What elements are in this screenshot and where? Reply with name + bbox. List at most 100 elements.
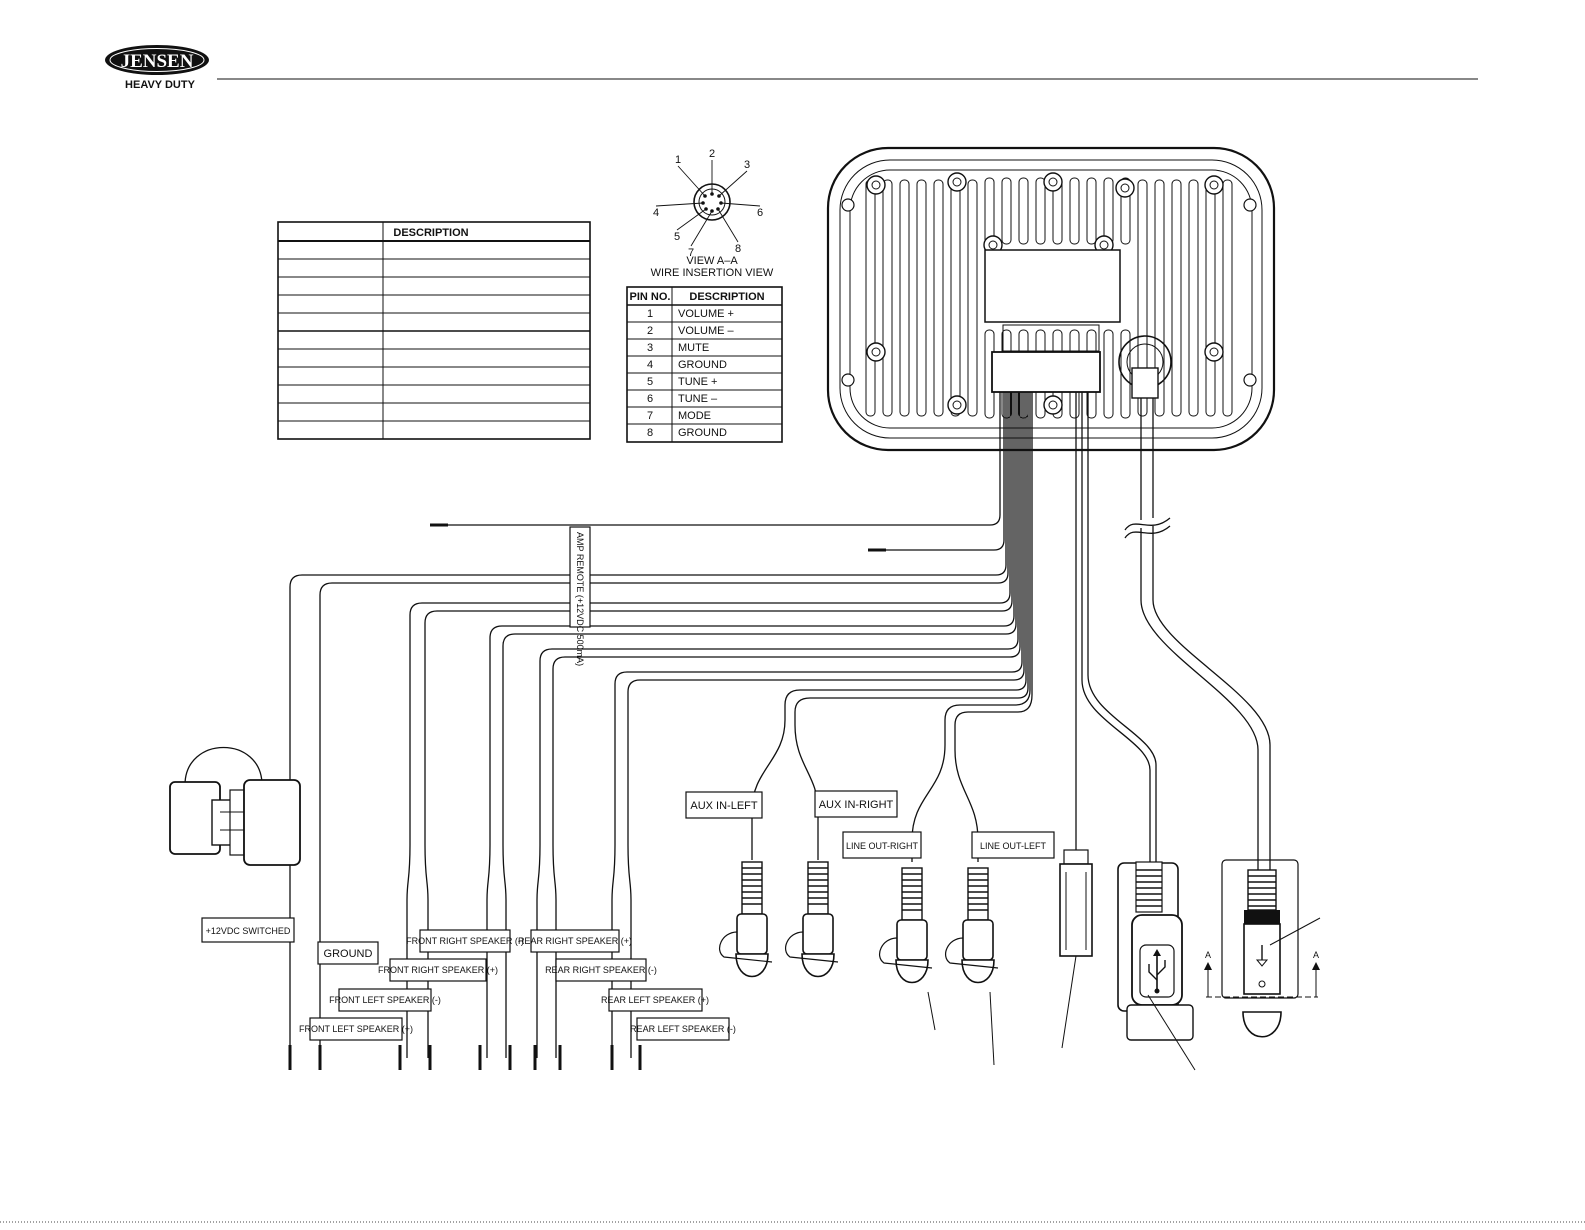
label-aux-in-right: AUX IN-RIGHT xyxy=(814,790,898,818)
pin-leader xyxy=(717,208,739,243)
svg-text:REAR RIGHT SPEAKER (-): REAR RIGHT SPEAKER (-) xyxy=(545,965,657,975)
unit-screw-hole xyxy=(1204,342,1224,362)
unit-screw-hole-inner xyxy=(1099,240,1109,250)
wire-ends xyxy=(288,523,886,1070)
wire-path xyxy=(627,392,1025,1058)
unit-mount-hole xyxy=(1243,198,1257,212)
speaker-wire-labels: +12VDC SWITCHED GROUND FRONT RIGHT SPEAK… xyxy=(201,917,736,1041)
fuse-holder-icon xyxy=(169,746,301,866)
wire-path xyxy=(1081,392,1151,865)
aux-jack-connector xyxy=(1059,849,1093,1049)
unit-screw-hole-inner xyxy=(1048,177,1058,187)
wire-path xyxy=(552,392,1021,1058)
wire-path xyxy=(502,392,1017,1058)
pin-number-label: 5 xyxy=(674,231,680,243)
wire-path xyxy=(319,392,1009,1058)
brand-subtitle: HEAVY DUTY xyxy=(125,79,196,91)
wire-description-table: DESCRIPTION xyxy=(277,221,591,440)
wire-bundle xyxy=(289,392,1271,1058)
pin-table-pin-number: 5 xyxy=(647,376,653,388)
pin-number-label: 8 xyxy=(735,243,741,255)
unit-screw-hole-inner xyxy=(1120,183,1130,193)
rca-connectors xyxy=(719,861,999,984)
unit-rib xyxy=(1035,177,1046,245)
unit-rib xyxy=(1018,177,1029,245)
pin-table-header-pin: PIN NO. xyxy=(630,291,671,303)
svg-text:GROUND: GROUND xyxy=(324,948,373,960)
unit-screw-hole xyxy=(947,172,967,192)
unit-rib xyxy=(1188,179,1199,417)
pin-leader xyxy=(655,202,704,207)
pin-table-pin-number: 1 xyxy=(647,308,653,320)
wire-path xyxy=(1152,398,1271,870)
pin-number-label: 2 xyxy=(709,148,715,160)
label-front-left-pos: FRONT LEFT SPEAKER (+) xyxy=(299,1017,413,1041)
wired-remote-connector: A A xyxy=(1204,859,1321,1038)
unit-screw-hole-inner xyxy=(1048,400,1058,410)
svg-text:FRONT LEFT SPEAKER (+): FRONT LEFT SPEAKER (+) xyxy=(299,1024,413,1034)
wire-path xyxy=(954,392,1033,862)
svg-text:FRONT LEFT SPEAKER (-): FRONT LEFT SPEAKER (-) xyxy=(329,995,441,1005)
svg-text:AUX IN-RIGHT: AUX IN-RIGHT xyxy=(819,799,894,811)
unit-rib xyxy=(933,179,944,417)
svg-text:REAR RIGHT SPEAKER (+): REAR RIGHT SPEAKER (+) xyxy=(518,936,632,946)
svg-text:REAR LEFT SPEAKER (+): REAR LEFT SPEAKER (+) xyxy=(601,995,709,1005)
pin-number-label: 1 xyxy=(675,154,681,166)
pin-leader xyxy=(690,210,713,247)
unit-rib xyxy=(1086,177,1097,245)
label-front-left-neg: FRONT LEFT SPEAKER (-) xyxy=(329,988,441,1012)
unit-screw-hole xyxy=(1043,172,1063,192)
wire-path xyxy=(794,392,1029,860)
harness-connector xyxy=(991,351,1101,393)
unit-screw-hole-inner xyxy=(1209,180,1219,190)
rca-labels: AUX IN-LEFT AUX IN-RIGHT LINE OUT-RIGHT … xyxy=(685,790,1055,859)
svg-text:+12VDC SWITCHED: +12VDC SWITCHED xyxy=(206,926,291,936)
amp-remote-label: AMP REMOTE (+12VDC 500mA) xyxy=(569,526,591,666)
pin-table-pin-number: 2 xyxy=(647,325,653,337)
label-line-out-right: LINE OUT-RIGHT xyxy=(842,831,922,859)
wire-path xyxy=(424,392,1013,1058)
unit-rib xyxy=(967,179,978,417)
unit-screw-hole-inner xyxy=(952,400,962,410)
unit-mount-hole xyxy=(841,373,855,387)
radio-unit-rear xyxy=(826,146,1276,452)
wire-path xyxy=(486,392,1015,1058)
svg-text:FRONT RIGHT SPEAKER (-): FRONT RIGHT SPEAKER (-) xyxy=(406,936,524,946)
wire-path xyxy=(868,392,1005,551)
rca-connector-icon xyxy=(719,861,773,978)
rca-connector-icon xyxy=(945,867,999,984)
svg-text:REAR LEFT SPEAKER (-): REAR LEFT SPEAKER (-) xyxy=(630,1024,736,1034)
unit-screw-hole xyxy=(1115,178,1135,198)
section-mark-left: A xyxy=(1205,950,1211,960)
wire-path xyxy=(289,392,1007,1058)
unit-screw-hole-inner xyxy=(1209,347,1219,357)
unit-label-plate xyxy=(984,249,1121,323)
pin-number-label: 6 xyxy=(757,207,763,219)
pin-table-pin-number: 4 xyxy=(647,359,653,371)
wire-path xyxy=(1087,392,1157,865)
view-title: VIEW A–A xyxy=(686,255,738,267)
unit-screw-hole xyxy=(1204,175,1224,195)
unit-screw-hole-inner xyxy=(871,347,881,357)
pin-table-pin-description: MUTE xyxy=(678,342,709,354)
usb-icon xyxy=(1148,949,1166,994)
wire-path xyxy=(911,392,1031,862)
label-rear-left-pos: REAR LEFT SPEAKER (+) xyxy=(601,988,709,1012)
wire-path xyxy=(406,392,1011,1058)
svg-text:LINE OUT-RIGHT: LINE OUT-RIGHT xyxy=(846,841,919,851)
unit-screw-hole-inner xyxy=(952,177,962,187)
unit-rib xyxy=(1137,179,1148,417)
wire-path xyxy=(751,392,1027,860)
pin-leader xyxy=(676,208,707,231)
pin-number-label: 3 xyxy=(744,159,750,171)
svg-text:LINE OUT-LEFT: LINE OUT-LEFT xyxy=(980,841,1047,851)
unit-screw-hole-inner xyxy=(871,180,881,190)
pin-table-pin-number: 8 xyxy=(647,427,653,439)
pin-leader xyxy=(720,202,761,207)
unit-rib xyxy=(1001,177,1012,245)
pin-table-pin-description: VOLUME – xyxy=(678,325,735,337)
pin-table-pin-description: GROUND xyxy=(678,427,727,439)
unit-rib xyxy=(1154,179,1165,417)
svg-text:FRONT RIGHT SPEAKER (+): FRONT RIGHT SPEAKER (+) xyxy=(378,965,498,975)
